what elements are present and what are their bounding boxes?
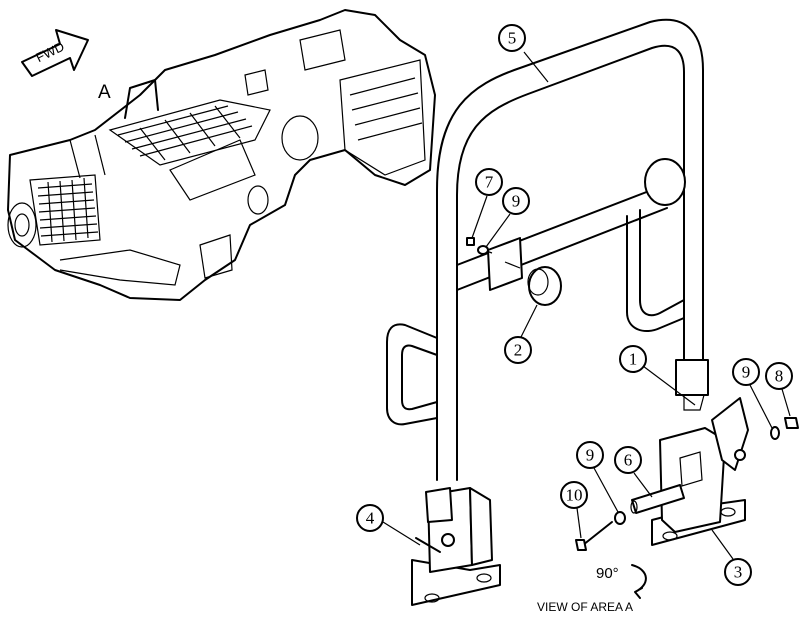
rail-assembly [386,18,709,481]
callout-10: 10 [560,481,588,509]
callout-3: 3 [724,558,752,586]
callout-5: 5 [498,24,526,52]
callouts: 5 7 9 2 1 9 [356,24,793,586]
callout-1: 1 [619,345,647,373]
machine-overview [7,9,436,301]
svg-text:9: 9 [742,363,751,382]
svg-text:10: 10 [566,486,583,505]
svg-text:6: 6 [624,451,633,470]
end-cap-2 [527,266,562,306]
fwd-arrow: FWD [21,29,89,77]
svg-text:3: 3 [734,563,743,582]
callout-9c: 9 [576,441,604,469]
rotation-indicator: 90° [596,564,647,599]
svg-text:8: 8 [775,367,784,386]
svg-text:2: 2 [514,341,523,360]
base-bracket-right [651,397,749,546]
svg-text:7: 7 [485,173,494,192]
machine-grille [29,174,101,246]
rotation-label: 90° [596,565,619,582]
callout-6: 6 [614,446,642,474]
crossbar-bracket [466,237,523,291]
svg-text:1: 1 [629,350,638,369]
callout-8: 8 [765,362,793,390]
base-bracket-left [411,487,501,606]
callout-2: 2 [504,336,532,364]
svg-text:4: 4 [366,509,375,528]
callout-4: 4 [356,504,384,532]
svg-text:9: 9 [586,446,595,465]
hardware-right [770,417,799,440]
svg-text:5: 5 [508,29,517,48]
area-marker: A [98,82,111,103]
callout-9a: 9 [502,187,530,215]
hardware-bottom [575,484,685,551]
svg-text:9: 9 [512,192,521,211]
callout-9b: 9 [732,358,760,386]
callout-7: 7 [475,168,503,196]
view-caption: VIEW OF AREA A [537,600,633,614]
